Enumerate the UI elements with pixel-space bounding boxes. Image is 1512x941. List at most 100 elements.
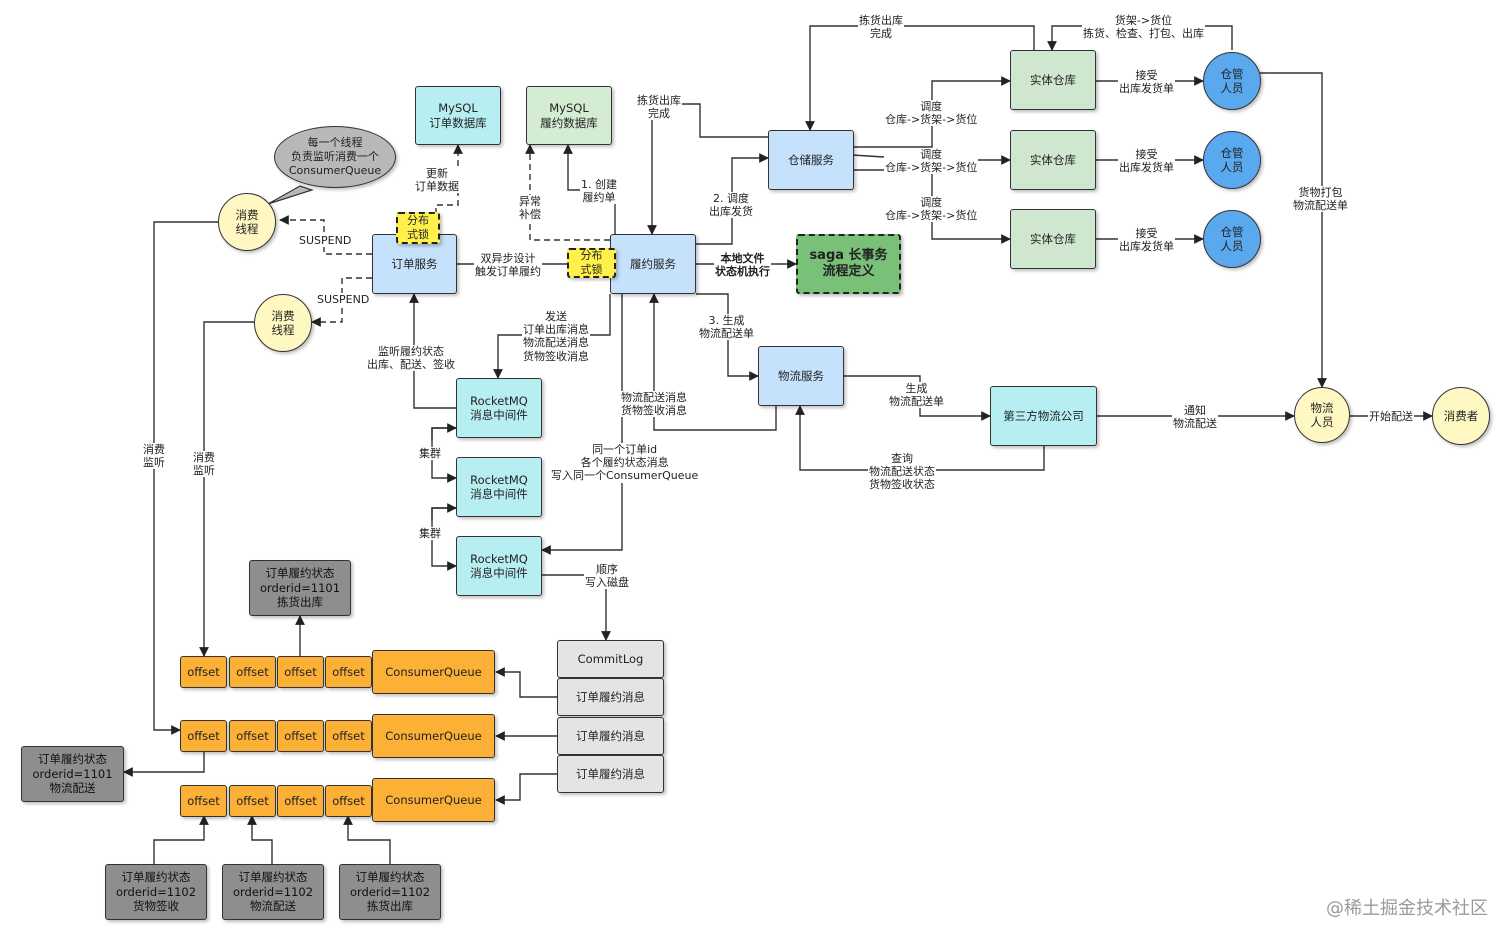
label-async-design: 双异步设计 触发订单履约	[474, 252, 542, 279]
warehouse-3: 实体仓库	[1010, 209, 1096, 269]
label-dispatch: 2. 调度 出库发货	[708, 192, 754, 219]
consumer-queue-2: ConsumerQueue	[372, 714, 495, 758]
offset-cell: offset	[325, 656, 372, 688]
label-receive-2: 接受 出库发货单	[1118, 148, 1175, 175]
arrow-statusb2-to-offset	[247, 815, 273, 864]
distributed-lock-order: 分布 式锁	[396, 212, 440, 244]
label-receive-3: 接受 出库发货单	[1118, 227, 1175, 254]
label-shelf-to-slot: 货架->货位 拣货、检查、打包、出库	[1082, 14, 1205, 41]
consume-thread-1: 消费 线程	[218, 193, 276, 251]
consume-thread-2: 消费 线程	[254, 294, 312, 352]
commitlog-message-3: 订单履约消息	[557, 755, 664, 793]
label-schedule-2: 调度 仓库->货架->货位	[884, 148, 979, 175]
fulfillment-service: 履约服务	[610, 234, 696, 294]
label-local-file: 本地文件 状态机执行	[714, 252, 771, 279]
rocketmq-1: RocketMQ 消息中间件	[456, 378, 542, 438]
label-schedule-3: 调度 仓库->货架->货位	[884, 196, 979, 223]
arrow-keeper-to-courier	[1260, 72, 1327, 388]
fulfill-status-1102-delivery: 订单履约状态 orderid=1102 物流配送	[222, 864, 324, 920]
label-send-msgs: 发送 订单出库消息 物流配送消息 货物签收消息	[522, 310, 590, 363]
arrow-statusb1-to-offset	[153, 815, 209, 864]
warehouse-keeper-1: 仓管 人员	[1203, 52, 1261, 110]
arrow-storage-to-fulfill	[647, 103, 768, 235]
label-seq-write: 顺序 写入磁盘	[584, 563, 630, 590]
offset-cell: offset	[180, 785, 227, 817]
offset-cell: offset	[277, 785, 324, 817]
label-notify: 通知 物流配送	[1172, 404, 1218, 431]
arrow-cluster2-up	[431, 503, 457, 520]
label-suspend-1: SUSPEND	[298, 234, 353, 248]
rocketmq-2: RocketMQ 消息中间件	[456, 457, 542, 517]
label-logi-msgs: 物流配送消息 货物签收消息	[620, 391, 688, 418]
label-schedule-1: 调度 仓库->货架->货位	[884, 100, 979, 127]
label-update-order: 更新 订单数据	[414, 167, 460, 194]
label-cluster-2: 集群	[418, 527, 442, 541]
arrow-cluster1-up	[431, 423, 457, 440]
label-cluster-1: 集群	[418, 447, 442, 461]
arrow-statusb3-to-offset	[343, 815, 391, 864]
arrow-exception-compensation	[525, 144, 610, 241]
offset-cell: offset	[229, 785, 276, 817]
label-gen-delivery: 生成 物流配送单	[888, 382, 945, 409]
fulfill-status-1102-pick: 订单履约状态 orderid=1102 拣货出库	[339, 864, 441, 920]
warehouse-keeper-3: 仓管 人员	[1203, 210, 1261, 268]
label-receive-1: 接受 出库发货单	[1118, 69, 1175, 96]
fulfill-status-1101-delivery: 订单履约状态 orderid=1101 物流配送	[21, 746, 124, 802]
arrow-offset-to-status-left	[123, 752, 205, 777]
label-start-delivery: 开始配送	[1368, 410, 1414, 424]
label-gen-logistics: 3. 生成 物流配送单	[698, 314, 755, 341]
fulfill-status-1101-pick: 订单履约状态 orderid=1101 拣货出库	[249, 560, 351, 616]
rocketmq-3: RocketMQ 消息中间件	[456, 536, 542, 596]
label-consume-listen-1: 消费 监听	[142, 443, 166, 470]
arrow-commit3-to-cq3	[495, 773, 557, 805]
arrow-warehouse-to-storage	[805, 25, 1035, 131]
arrow-commit1-to-cq1	[495, 667, 557, 698]
offset-cell: offset	[229, 656, 276, 688]
logistics-service: 物流服务	[758, 346, 844, 406]
label-create-fulfill: 1. 创建 履约单	[580, 178, 618, 205]
offset-cell: offset	[325, 785, 372, 817]
commitlog-message-1: 订单履约消息	[557, 678, 664, 716]
end-consumer: 消费者	[1432, 387, 1490, 445]
arrow-fulfill-to-rocketmq3	[541, 294, 623, 555]
order-service: 订单服务	[372, 234, 457, 294]
commitlog-message-2: 订单履约消息	[557, 717, 664, 755]
label-same-order: 同一个订单id 各个履约状态消息 写入同一个ConsumerQueue	[550, 443, 700, 483]
consumer-queue-3: ConsumerQueue	[372, 778, 495, 822]
mysql-fulfill-db: MySQL 履约数据库	[526, 86, 612, 145]
arrow-thread2-to-cq1	[199, 321, 254, 657]
offset-cell: offset	[325, 720, 372, 752]
commitlog: CommitLog	[557, 640, 664, 678]
bubble-tail	[267, 185, 314, 205]
warehouse-1: 实体仓库	[1010, 50, 1096, 110]
storage-service: 仓储服务	[768, 130, 854, 190]
warehouse-2: 实体仓库	[1010, 130, 1096, 190]
thread-note-bubble: 每一个线程 负责监听消费一个 ConsumerQueue	[274, 126, 396, 188]
offset-cell: offset	[229, 720, 276, 752]
offset-cell: offset	[180, 656, 227, 688]
warehouse-keeper-2: 仓管 人员	[1203, 131, 1261, 189]
label-suspend-2: SUSPEND	[316, 293, 371, 307]
arrow-rocketmq1-to-order	[409, 293, 456, 409]
saga-definition: saga 长事务 流程定义	[796, 234, 901, 294]
arrow-logistics-to-fulfill	[649, 293, 777, 431]
consumer-queue-1: ConsumerQueue	[372, 650, 495, 694]
label-consume-listen-2: 消费 监听	[192, 451, 216, 478]
label-pack-ship: 货物打包 物流配送单	[1292, 186, 1349, 213]
arrow-thread1-to-cq2	[153, 221, 218, 735]
fulfill-status-1102-signed: 订单履约状态 orderid=1102 货物签收	[105, 864, 207, 920]
offset-cell: offset	[180, 720, 227, 752]
mysql-order-db: MySQL 订单数据库	[415, 86, 501, 145]
distributed-lock-fulfill: 分布 式锁	[567, 248, 616, 278]
label-listen-status: 监听履约状态 出库、配送、签收	[366, 345, 456, 372]
label-exception-comp: 异常 补偿	[518, 195, 542, 222]
label-query-status: 查询 物流配送状态 货物签收状态	[868, 452, 936, 492]
offset-cell: offset	[277, 656, 324, 688]
label-pick-out-done-mid: 拣货出库 完成	[636, 94, 682, 121]
label-pick-out-done-top: 拣货出库 完成	[858, 14, 904, 41]
watermark: @稀土掘金技术社区	[1326, 898, 1488, 919]
offset-cell: offset	[277, 720, 324, 752]
logistics-courier: 物流 人员	[1294, 387, 1350, 443]
third-party-logistics: 第三方物流公司	[990, 386, 1097, 446]
